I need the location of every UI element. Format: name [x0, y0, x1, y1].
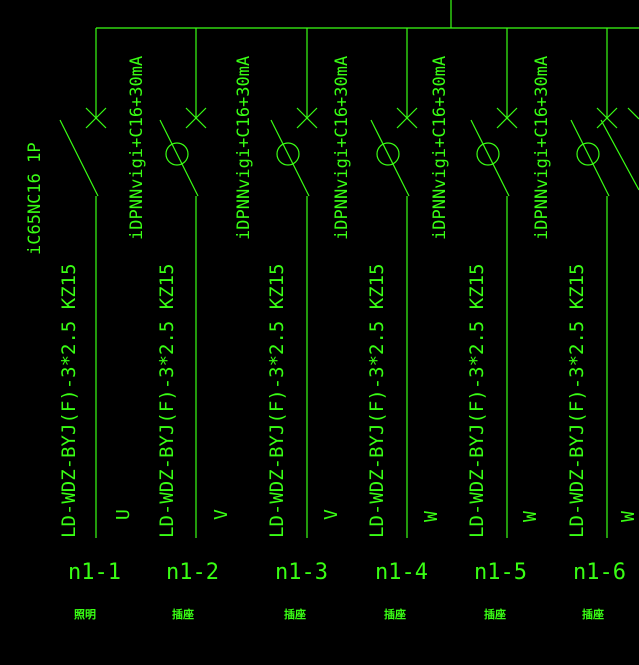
cable-label-n1-3: LD-WDZ-BYJ(F)-3*2.5 KZ15	[266, 263, 288, 538]
circuit-id-n1-6: n1-6	[573, 560, 626, 585]
cable-label-n1-1: LD-WDZ-BYJ(F)-3*2.5 KZ15	[58, 263, 80, 538]
phase-label-n1-4: W	[421, 511, 442, 522]
circuit-id-n1-1: n1-1	[68, 560, 121, 585]
usage-label-n1-1: 照明	[74, 608, 96, 621]
cable-label-n1-2: LD-WDZ-BYJ(F)-3*2.5 KZ15	[156, 263, 178, 538]
cable-label-n1-5: LD-WDZ-BYJ(F)-3*2.5 KZ15	[466, 263, 488, 538]
branch-5-rcd-icon	[476, 142, 500, 166]
branch-5-isolator-x-b	[496, 107, 518, 129]
branch-2-isolator-x-b	[185, 107, 207, 129]
branch-6-isolator-x-b	[596, 107, 618, 129]
branch-3-switch-blade	[270, 119, 310, 197]
branch-6-switch-blade	[570, 119, 610, 197]
breaker-label-n1-5: iDPNNvigi+C16+30mA	[430, 55, 450, 240]
usage-label-n1-2: 插座	[172, 608, 194, 621]
cable-label-n1-4: LD-WDZ-BYJ(F)-3*2.5 KZ15	[366, 263, 388, 538]
usage-label-n1-3: 插座	[284, 608, 306, 621]
circuit-id-n1-3: n1-3	[275, 560, 328, 585]
usage-label-n1-6: 插座	[582, 608, 604, 621]
phase-label-n1-5: W	[520, 511, 541, 522]
branch-3-isolator-x-b	[296, 107, 318, 129]
partial-branch-blade	[600, 119, 639, 191]
branch-2-switch-blade	[159, 119, 199, 197]
breaker-label-n1-2: iDPNNvigi+C16+30mA	[127, 55, 147, 240]
branch-6-rcd-icon	[576, 142, 600, 166]
breaker-label-n1-6: iDPNNvigi+C16+30mA	[532, 55, 552, 240]
main-breaker-label: iC65NC16 1P	[25, 142, 45, 255]
branch-5-switch-blade	[470, 119, 510, 197]
phase-label-n1-2: V	[211, 509, 232, 520]
branch-3-rcd-icon	[276, 142, 300, 166]
phase-label-n1-3: V	[321, 509, 342, 520]
phase-label-n1-1: U	[113, 509, 134, 520]
cable-label-n1-6: LD-WDZ-BYJ(F)-3*2.5 KZ15	[566, 263, 588, 538]
branch-1-switch-blade	[59, 119, 99, 197]
breaker-label-n1-3: iDPNNvigi+C16+30mA	[234, 55, 254, 240]
usage-label-n1-4: 插座	[384, 608, 406, 621]
circuit-id-n1-4: n1-4	[375, 560, 428, 585]
branch-2-rcd-icon	[165, 142, 189, 166]
branch-4-isolator-x-b	[396, 107, 418, 129]
branch-4-switch-blade	[370, 119, 410, 197]
branch-4-rcd-icon	[376, 142, 400, 166]
phase-label-n1-6: W	[618, 511, 639, 522]
circuit-id-n1-5: n1-5	[474, 560, 527, 585]
partial-branch-isolator	[627, 107, 639, 120]
usage-label-n1-5: 插座	[484, 608, 506, 621]
circuit-id-n1-2: n1-2	[166, 560, 219, 585]
branch-1-isolator-x-b	[85, 107, 107, 129]
breaker-label-n1-4: iDPNNvigi+C16+30mA	[332, 55, 352, 240]
